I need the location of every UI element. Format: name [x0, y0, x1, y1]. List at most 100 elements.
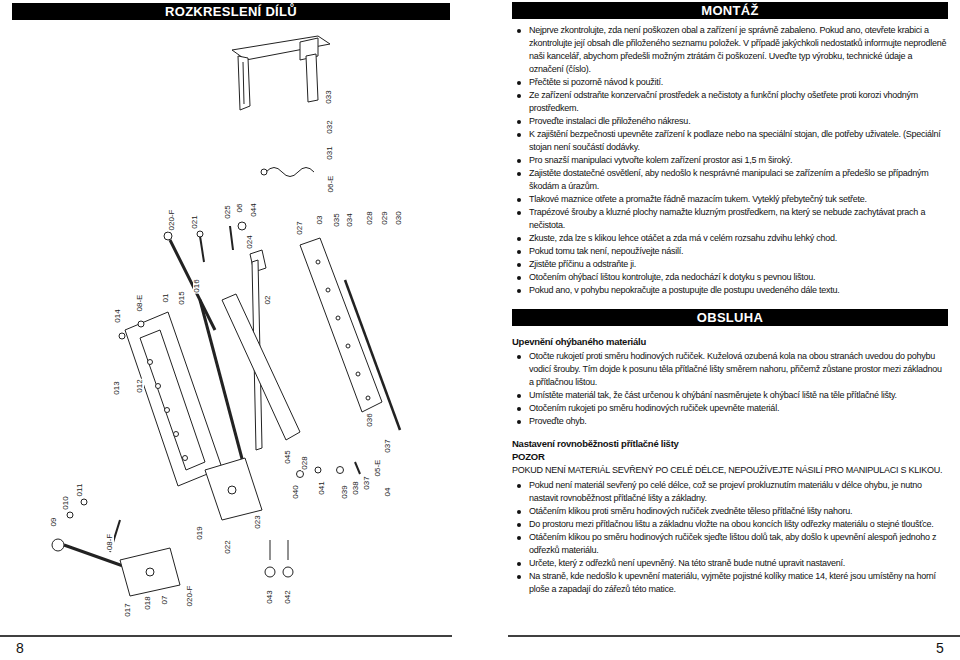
part-drawing	[300, 238, 382, 412]
callout-number: 043	[266, 589, 274, 604]
part-drawing	[174, 432, 179, 437]
warning-text: POKUD NENÍ MATERIÁL SEVŘENÝ PO CELÉ DÉLC…	[512, 464, 948, 477]
instruction-text: Otočte rukojetí proti směru hodinových r…	[529, 351, 942, 387]
callout-number: 030	[395, 210, 403, 225]
heading-text: Nastavení rovnoběžnosti přítlačné lišty	[512, 438, 679, 449]
part-drawing	[120, 548, 180, 596]
callout-number: 035	[333, 212, 341, 227]
bullet-dot	[517, 172, 521, 176]
callout-number: 034	[346, 212, 354, 227]
instruction-text: Nejprve zkontrolujte, zda není poškozen …	[529, 25, 946, 74]
callout-number: 025	[224, 204, 232, 219]
page-rule	[0, 635, 960, 637]
part-drawing	[148, 360, 153, 365]
callout-number: 06-E	[327, 175, 335, 194]
part-drawing	[228, 486, 236, 494]
callout-number: 08-F	[106, 533, 114, 551]
instruction-text: Pro snazší manipulaci vytvořte kolem zař…	[529, 155, 792, 165]
callout-number: 041	[318, 480, 326, 495]
callout-number: 01	[162, 293, 170, 304]
bullet-item: Pokud ano, v pohybu nepokračujte a postu…	[512, 284, 948, 297]
part-drawing	[238, 56, 250, 110]
callout-number: 05-E	[374, 459, 382, 478]
part-drawing	[52, 36, 400, 596]
part-drawing	[81, 499, 87, 505]
heading-text: POZOR	[512, 451, 545, 462]
callout-number: 07	[161, 595, 169, 606]
callout-number: 029	[381, 210, 389, 225]
callout-number: 06	[236, 203, 244, 214]
callout-number: 04	[384, 487, 392, 498]
instruction-text: Proveďte ohyb.	[529, 416, 587, 426]
bullet-item: Zjistěte příčinu a odstraňte ji.	[512, 258, 948, 271]
instruction-text: Umístěte materiál tak, že část určenou k…	[529, 390, 897, 400]
bullet-dot	[517, 562, 521, 566]
part-drawing	[230, 226, 233, 250]
callout-number: 031	[326, 145, 334, 160]
bullet-item: Přečtěte si pozorně návod k použití.	[512, 76, 948, 89]
part-drawing	[297, 471, 304, 478]
bullet-item: Otáčením klikou po směru hodinových ruči…	[512, 531, 948, 557]
part-drawing	[315, 467, 321, 473]
bullet-item: Otočte rukojetí proti směru hodinových r…	[512, 350, 948, 389]
bullet-dot	[517, 289, 521, 293]
bullet-item: Pokud není materiál sevřený po celé délc…	[512, 479, 948, 505]
callout-number: 021	[191, 214, 199, 229]
bullet-dot	[517, 575, 521, 579]
callout-number: 010	[62, 495, 70, 510]
callout-number: 028	[366, 210, 374, 225]
bullet-dot	[517, 394, 521, 398]
callout-number: 020-F	[186, 585, 194, 608]
bullet-item: Do prostoru mezi přítlačnou lištu a zákl…	[512, 518, 948, 531]
page-number: 8	[16, 640, 24, 656]
bullet-item: Zkuste, zda lze s klikou lehce otáčet a …	[512, 232, 948, 245]
bullet-dot	[517, 420, 521, 424]
bullet-dot	[517, 237, 521, 241]
callout-number: 022	[224, 539, 232, 554]
part-drawing	[283, 567, 293, 577]
callout-number: 037	[384, 438, 392, 453]
subheading: Nastavení rovnoběžnosti přítlačné lišty	[512, 437, 948, 450]
instruction-text: Na straně, kde nedošlo k upevnění materi…	[529, 571, 936, 594]
part-drawing	[270, 540, 271, 560]
part-drawing	[346, 344, 350, 348]
part-drawing	[67, 512, 73, 518]
part-drawing	[261, 169, 267, 175]
instruction-text: Otočením rukojeti po směru hodinových ru…	[529, 403, 779, 413]
part-drawing	[197, 231, 203, 237]
bullet-item: Na straně, kde nedošlo k upevnění materi…	[512, 570, 948, 596]
bullet-item: Proveďte ohyb.	[512, 415, 948, 428]
part-drawing	[222, 294, 300, 440]
heading-text: Upevnění ohýbaného materiálu	[512, 336, 646, 347]
part-drawing	[266, 168, 314, 177]
part-drawing	[355, 462, 360, 474]
part-drawing	[366, 396, 370, 400]
part-drawing	[265, 567, 275, 577]
part-drawing	[183, 456, 188, 461]
instruction-text: Ze zařízení odstraňte konzervační prostř…	[529, 90, 918, 113]
section-title: OBSLUHA	[697, 310, 763, 325]
part-drawing	[119, 333, 125, 339]
callout-number: 027	[296, 220, 304, 235]
callout-number: 038	[352, 480, 360, 495]
subheading: POZOR	[512, 450, 948, 463]
callout-number: 023	[254, 514, 262, 529]
part-drawing	[326, 288, 330, 292]
bullet-item: Tlakové maznice otřete a promažte řádně …	[512, 193, 948, 206]
part-drawing	[165, 408, 170, 413]
callout-number: 044	[250, 202, 258, 217]
callout-number: 037	[363, 475, 371, 490]
callout-number: 02	[264, 295, 272, 306]
instruction-text: Zjistěte příčinu a odstraňte ji.	[529, 259, 636, 269]
bullet-dot	[517, 276, 521, 280]
part-drawing	[164, 232, 172, 240]
part-drawing	[288, 540, 289, 560]
callout-number: 036	[366, 412, 374, 427]
callout-number: 09	[50, 517, 58, 528]
bullet-item: Otočením ohýbací lištou kontrolujte, zda…	[512, 271, 948, 284]
callout-number: 024	[246, 234, 254, 249]
text-column: MONTÁŽNejprve zkontrolujte, zda není poš…	[512, 2, 948, 596]
part-drawing	[316, 260, 320, 264]
bullet-dot	[517, 120, 521, 124]
